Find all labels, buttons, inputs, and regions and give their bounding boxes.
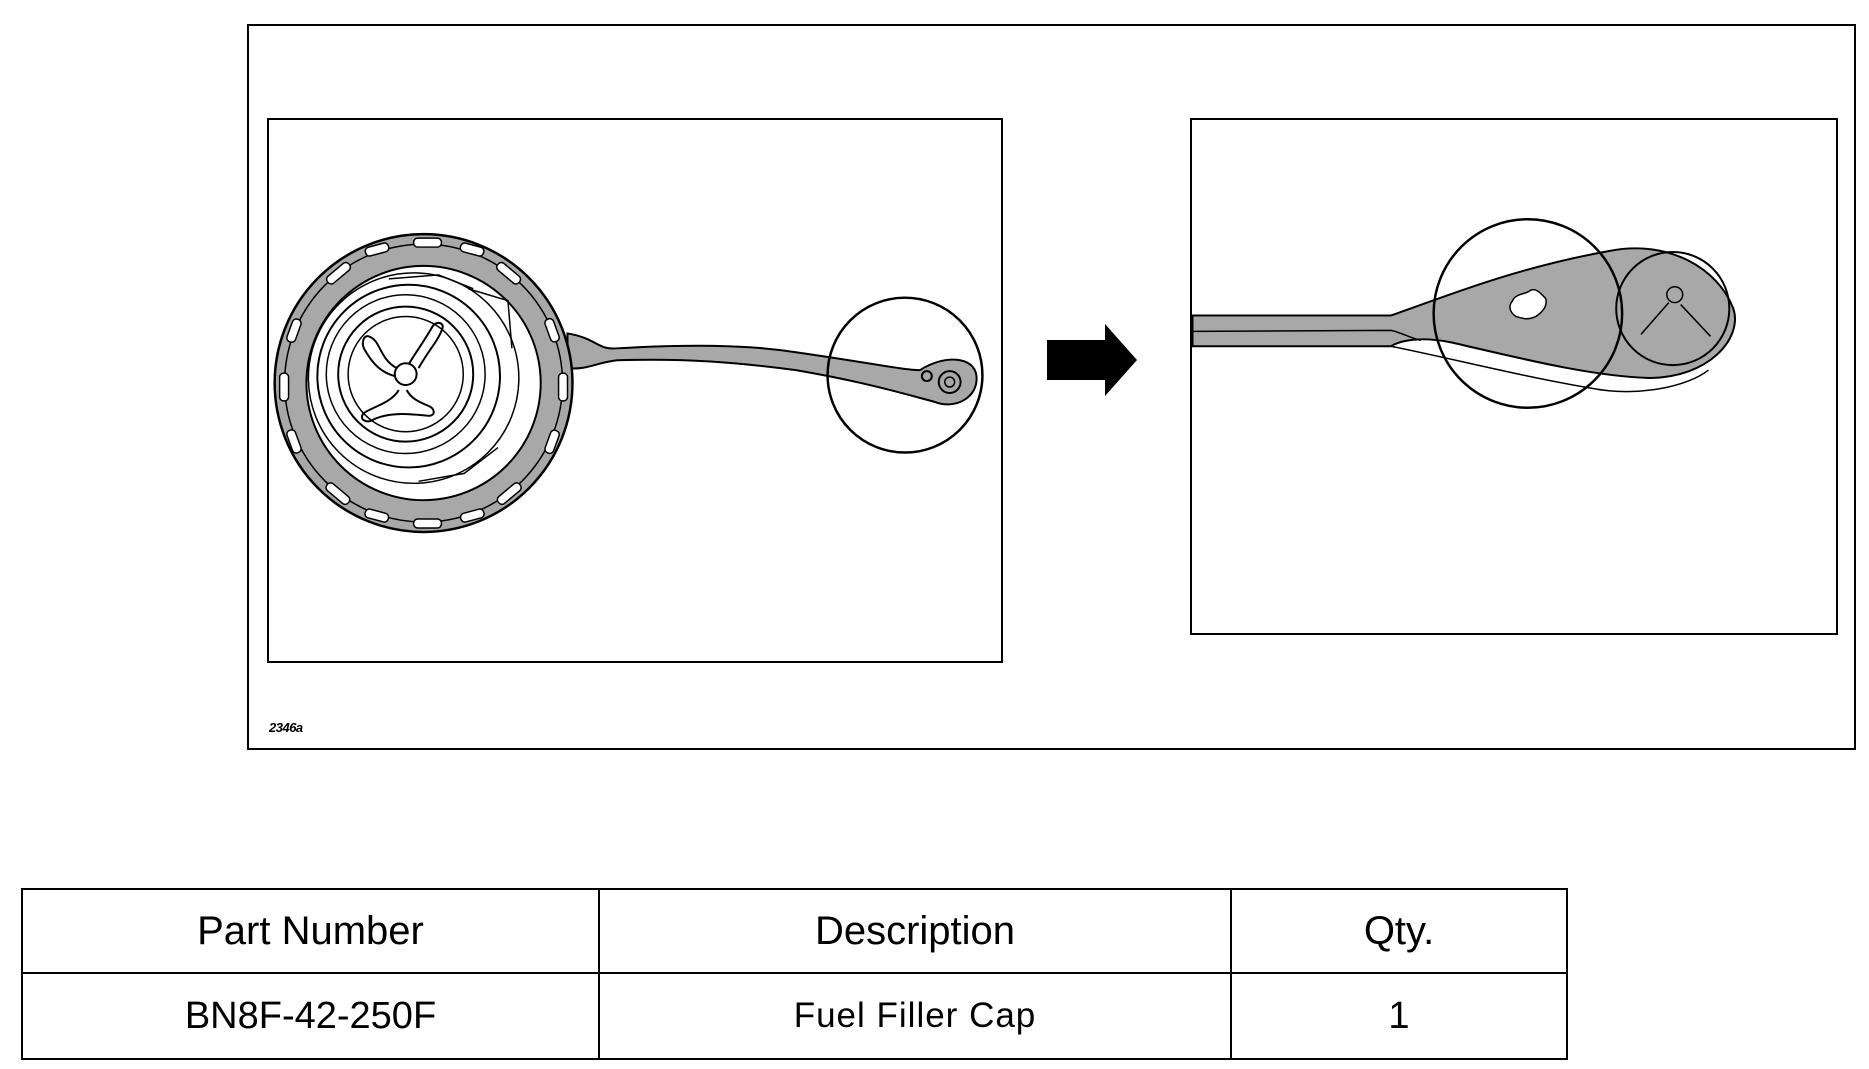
fuel-cap-tether-detail-panel [1190, 118, 1838, 635]
table-row: BN8F-42-250F Fuel Filler Cap 1 [21, 972, 1568, 1060]
figure-code: 2346a [269, 720, 303, 735]
table-header-row: Part Number Description Qty. [21, 888, 1568, 974]
fuel-cap-tether-detail-illustration [1192, 217, 1736, 409]
cell-part-number: BN8F-42-250F [21, 972, 600, 1060]
header-qty: Qty. [1230, 888, 1568, 974]
fuel-cap-overview-illustration [273, 232, 984, 534]
cell-qty: 1 [1230, 972, 1568, 1060]
cell-description: Fuel Filler Cap [598, 972, 1232, 1060]
parts-table: Part Number Description Qty. BN8F-42-250… [21, 888, 1568, 1060]
arrow-right-icon [1047, 324, 1137, 396]
fuel-cap-overview-panel [267, 118, 1003, 663]
header-description: Description [598, 888, 1232, 974]
header-part-number: Part Number [21, 888, 600, 974]
figure-frame: 2346a [247, 24, 1856, 750]
